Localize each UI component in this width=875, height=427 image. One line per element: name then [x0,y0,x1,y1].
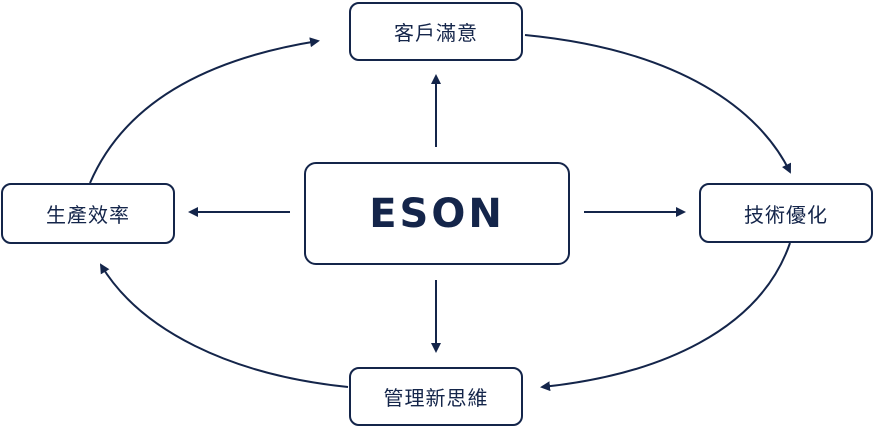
arc-right-to-bottom [540,242,791,392]
node-technical-optimization: 技術優化 [699,183,873,243]
node-customer-satisfaction: 客戶滿意 [349,2,523,61]
center-label: ESON [369,190,505,237]
node-management-new-thinking: 管理新思維 [349,367,523,426]
node-label: 技術優化 [744,202,828,227]
node-label: 管理新思維 [383,386,489,410]
arc-left-to-top [89,37,320,184]
node-label: 生產效率 [46,203,130,227]
arc-bottom-to-left [99,263,349,388]
arc-top-to-right [524,34,792,174]
node-label: 客戶滿意 [394,21,478,45]
node-center-eson: ESON [304,162,570,265]
node-production-efficiency: 生產效率 [1,183,175,244]
